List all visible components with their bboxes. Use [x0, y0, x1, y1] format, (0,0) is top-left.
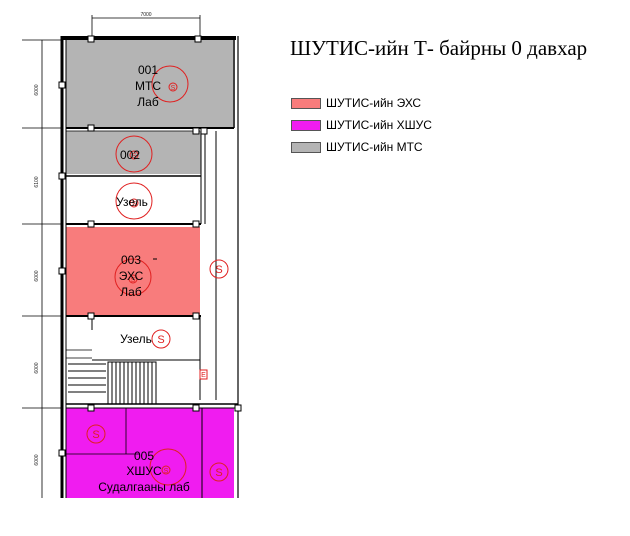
room-uzel-2-label: Узель	[120, 332, 152, 346]
legend-label: ШУТИС-ийн ХШУС	[326, 118, 432, 132]
room-005-label: Судалгааны лаб	[98, 480, 190, 494]
room-005-number: 005	[134, 449, 154, 463]
legend-item-exs: ШУТИС-ийн ЭХС	[291, 92, 432, 114]
floor-plan: 7000 6000 6100 6000 6000 6000	[22, 12, 242, 498]
safety-sign-icon: S	[132, 153, 137, 160]
safety-sign-icon: S	[157, 334, 164, 346]
safety-sign-icon: S	[131, 277, 136, 284]
plan-title: ШУТИС-ийн Т- байрны 0 давхар	[290, 36, 588, 60]
safety-sign-icon: S	[171, 85, 176, 92]
dimension-left-3: 6000	[34, 270, 40, 281]
legend-swatch	[291, 97, 321, 109]
safety-sign-icon: S	[92, 429, 99, 441]
dimension-left-5: 6000	[34, 454, 40, 465]
room-001-label: МТС	[135, 79, 161, 93]
legend: ШУТИС-ийн ЭХС ШУТИС-ийн ХШУС ШУТИС-ийн М…	[291, 92, 432, 158]
room-003-fill[interactable]	[66, 227, 200, 316]
room-005-label: ХШУС	[126, 464, 162, 478]
safety-sign-icon: S	[215, 264, 222, 276]
room-002-fill[interactable]	[66, 131, 201, 174]
room-003-label: ЭХС	[119, 269, 144, 283]
legend-item-hshus: ШУТИС-ийн ХШУС	[291, 114, 432, 136]
room-uzel-1-label: Узель	[116, 195, 148, 209]
dimension-top: 7000	[140, 12, 151, 18]
room-005-annex-fill[interactable]	[202, 408, 234, 498]
room-001-fill[interactable]	[66, 40, 233, 128]
legend-item-mts: ШУТИС-ийн МТС	[291, 136, 432, 158]
legend-label: ШУТИС-ийн МТС	[326, 140, 423, 154]
room-003-label: Лаб	[120, 285, 142, 299]
symbol-circles	[86, 65, 229, 486]
safety-sign-icon: S	[215, 467, 222, 479]
stairs	[68, 361, 157, 405]
legend-swatch	[291, 119, 321, 131]
column-markers	[58, 35, 242, 457]
exit-sign-icon: E	[201, 372, 206, 379]
room-002-number: 002	[120, 148, 140, 162]
legend-label: ШУТИС-ийн ЭХС	[326, 96, 422, 110]
dimension-left-2: 6100	[34, 176, 40, 187]
legend-swatch	[291, 141, 321, 153]
room-001-label: Лаб	[137, 95, 159, 109]
safety-sign-icon: S	[132, 201, 137, 208]
dimension-left-4: 6000	[34, 362, 40, 373]
safety-sign-icon: S	[164, 468, 169, 475]
dimension-left-1: 6000	[34, 84, 40, 95]
dimension-lines	[22, 15, 201, 498]
room-001-number: 001	[138, 63, 158, 77]
room-003-number: 003	[121, 253, 141, 267]
